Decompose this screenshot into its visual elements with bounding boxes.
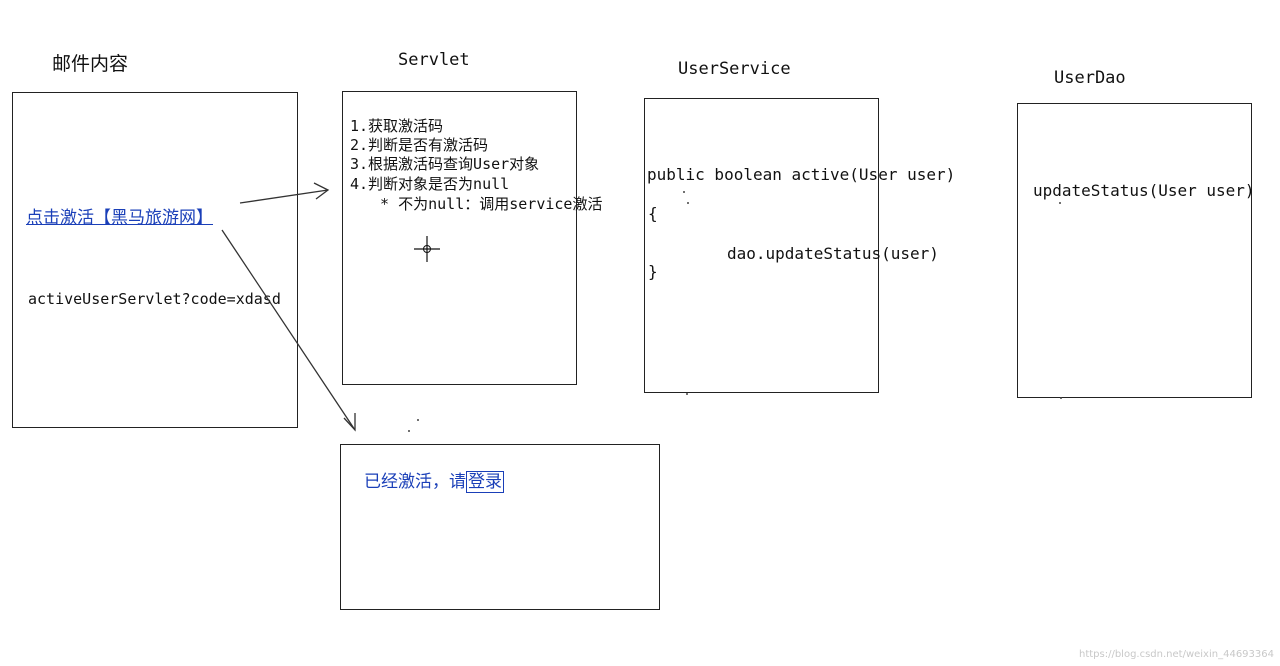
arrow-to-servlet-head: [313, 182, 330, 200]
activated-text: 已经激活，请: [364, 472, 466, 492]
servlet-step-1: 1.获取激活码: [350, 117, 444, 135]
activated-message: 已经激活，请登录: [364, 467, 504, 493]
arrow-to-result: [221, 229, 356, 431]
servlet-step-4: 4.判断对象是否为null: [350, 175, 510, 193]
activation-url: activeUserServlet?code=xdasd: [28, 290, 281, 308]
dao-call: dao.updateStatus(user): [727, 244, 939, 263]
activation-link[interactable]: 点击激活【黑马旅游网】: [26, 208, 213, 228]
servlet-step-4-detail: * 不为null：调用service激活: [362, 195, 603, 213]
update-status-method: updateStatus(User user): [1033, 181, 1255, 200]
servlet-step-3: 3.根据激活码查询User对象: [350, 155, 540, 173]
servlet-box: [342, 91, 577, 385]
crosshair-cursor-icon: [414, 236, 440, 262]
active-method-signature: public boolean active(User user): [647, 165, 956, 184]
result-box: [340, 444, 660, 610]
login-link[interactable]: 登录: [466, 471, 504, 493]
userservice-box: [644, 98, 879, 393]
arrow-to-servlet: [239, 189, 329, 204]
arrow-to-result-head: [343, 413, 356, 432]
email-box: [12, 92, 298, 428]
close-brace: }: [648, 262, 658, 281]
email-title: 邮件内容: [52, 53, 129, 75]
servlet-step-2: 2.判断是否有激活码: [350, 136, 489, 154]
watermark: https://blog.csdn.net/weixin_44693364: [1078, 649, 1274, 660]
servlet-title: Servlet: [398, 50, 470, 70]
userservice-title: UserService: [678, 59, 791, 79]
userdao-box: [1017, 103, 1252, 398]
open-brace: {: [648, 204, 658, 223]
userdao-title: UserDao: [1054, 68, 1126, 88]
